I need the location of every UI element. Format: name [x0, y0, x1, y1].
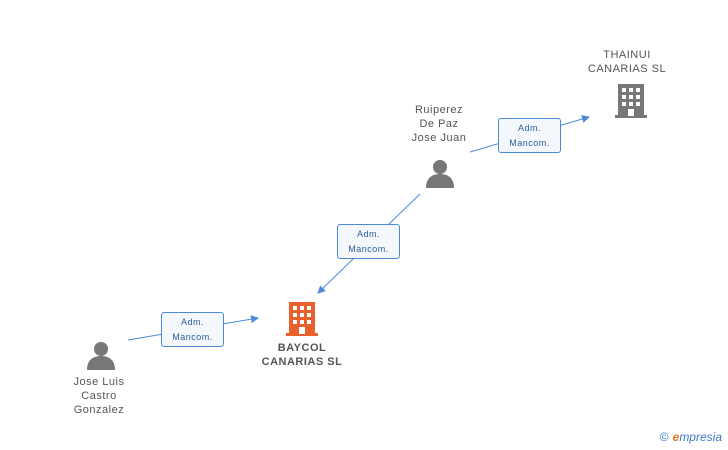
- edge-role-line1: Adm.: [517, 123, 541, 133]
- person-jose-luis-label: Jose Luis Castro Gonzalez: [49, 375, 149, 417]
- person-ruiperez-label: Ruiperez De Paz Jose Juan: [389, 103, 489, 145]
- company-thainui-name-line1: THAINUI: [603, 49, 651, 61]
- person-jose-luis-name-line2: Castro: [81, 390, 117, 402]
- edge-role-line2: Mancom.: [172, 332, 213, 342]
- company-baycol-label: BAYCOL CANARIAS SL: [248, 341, 356, 369]
- edge-label-ruiperez-baycol: Adm. Mancom.: [337, 224, 400, 259]
- brand-logo: ©empresia: [660, 430, 722, 444]
- person-icon[interactable]: [86, 340, 116, 370]
- edge-role-line1: Adm.: [356, 229, 380, 239]
- company-thainui-label: THAINUI CANARIAS SL: [577, 48, 677, 76]
- company-thainui-name-line2: CANARIAS SL: [587, 63, 667, 75]
- edge-role-line2: Mancom.: [509, 138, 550, 148]
- person-ruiperez-name-line2: De Paz: [419, 118, 459, 130]
- person-jose-luis-name-line1: Jose Luis: [73, 376, 125, 388]
- person-ruiperez-name-line1: Ruiperez: [414, 104, 464, 116]
- brand-initial: e: [672, 430, 680, 444]
- company-baycol-name-line2: CANARIAS SL: [261, 356, 343, 368]
- edge-label-ruiperez-thainui: Adm. Mancom.: [498, 118, 561, 153]
- copyright-symbol: ©: [659, 430, 669, 444]
- person-icon[interactable]: [425, 158, 455, 188]
- company-baycol-name-line1: BAYCOL: [277, 342, 327, 354]
- main-company-building-icon[interactable]: [286, 302, 318, 336]
- edge-role-line2: Mancom.: [348, 244, 389, 254]
- edge-role-line1: Adm.: [180, 317, 204, 327]
- person-jose-luis-name-line3: Gonzalez: [73, 404, 125, 416]
- person-ruiperez-name-line3: Jose Juan: [411, 132, 467, 144]
- building-icon[interactable]: [615, 84, 647, 118]
- edge-label-joseluis-baycol: Adm. Mancom.: [161, 312, 224, 347]
- brand-name: mpresia: [679, 430, 722, 444]
